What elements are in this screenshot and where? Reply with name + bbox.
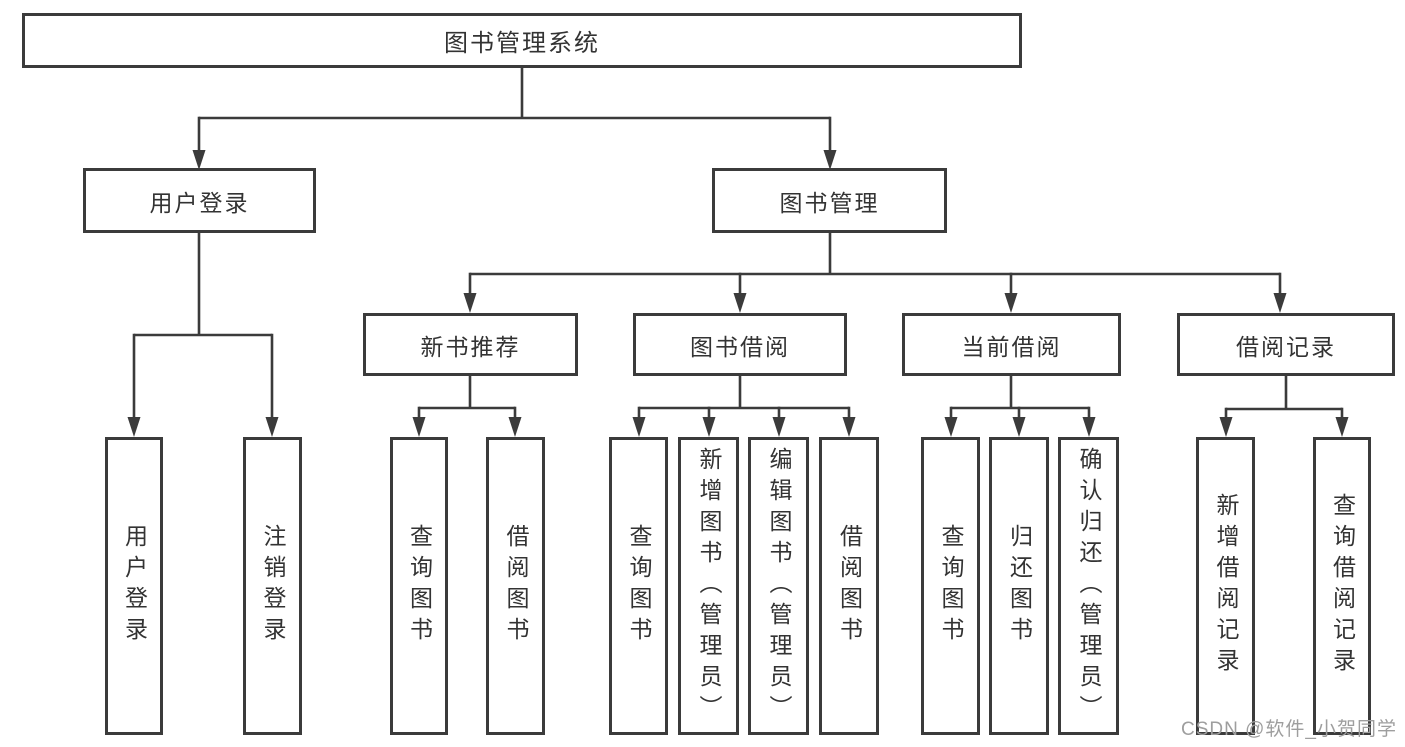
leaf-query-books-current: 查询图书 — [921, 437, 980, 735]
node-label: 确认归还（管理员） — [1076, 446, 1102, 726]
leaf-borrow-books-borrowing: 借阅图书 — [819, 437, 879, 735]
node-current-borrowing: 当前借阅 — [902, 313, 1121, 376]
leaf-logout: 注销登录 — [243, 437, 302, 735]
node-label: 图书管理 — [779, 189, 880, 216]
node-label: 借阅记录 — [1236, 333, 1336, 360]
leaf-borrow-books-recommendation: 借阅图书 — [486, 437, 545, 735]
leaf-add-borrow-record: 新增借阅记录 — [1196, 437, 1255, 735]
leaf-edit-book-admin: 编辑图书（管理员） — [748, 437, 809, 735]
leaf-return-book: 归还图书 — [989, 437, 1049, 735]
node-label: 新书推荐 — [420, 333, 521, 360]
node-label: 图书借阅 — [690, 333, 790, 360]
node-label: 编辑图书（管理员） — [766, 446, 792, 726]
node-label: 图书管理系统 — [444, 30, 600, 57]
node-label: 用户登录 — [149, 189, 250, 216]
leaf-confirm-return-admin: 确认归还（管理员） — [1058, 437, 1119, 735]
node-label: 用户登录 — [121, 524, 148, 648]
node-label: 借阅图书 — [503, 524, 529, 648]
leaf-query-borrow-record: 查询借阅记录 — [1313, 437, 1371, 735]
node-label: 查询借阅记录 — [1329, 493, 1356, 679]
leaf-query-books-recommendation: 查询图书 — [390, 437, 448, 735]
node-book-management: 图书管理 — [712, 168, 947, 233]
node-label: 新增借阅记录 — [1213, 493, 1239, 679]
node-label: 查询图书 — [626, 524, 652, 648]
watermark-text: CSDN @软件_小贺同学 — [1181, 719, 1397, 740]
node-label: 新增图书（管理员） — [696, 446, 722, 726]
leaf-add-book-admin: 新增图书（管理员） — [678, 437, 739, 735]
node-user-login: 用户登录 — [83, 168, 316, 233]
node-label: 当前借阅 — [961, 333, 1062, 360]
node-label: 查询图书 — [406, 524, 433, 648]
node-label: 借阅图书 — [836, 524, 863, 648]
node-book-borrowing: 图书借阅 — [633, 313, 847, 376]
leaf-user-login: 用户登录 — [105, 437, 163, 735]
node-new-book-recommendation: 新书推荐 — [363, 313, 578, 376]
leaf-query-books-borrowing: 查询图书 — [609, 437, 668, 735]
node-label: 查询图书 — [938, 524, 964, 648]
node-label: 归还图书 — [1006, 524, 1033, 648]
node-borrowing-records: 借阅记录 — [1177, 313, 1395, 376]
node-book-management-system: 图书管理系统 — [22, 13, 1022, 68]
node-label: 注销登录 — [260, 524, 286, 648]
